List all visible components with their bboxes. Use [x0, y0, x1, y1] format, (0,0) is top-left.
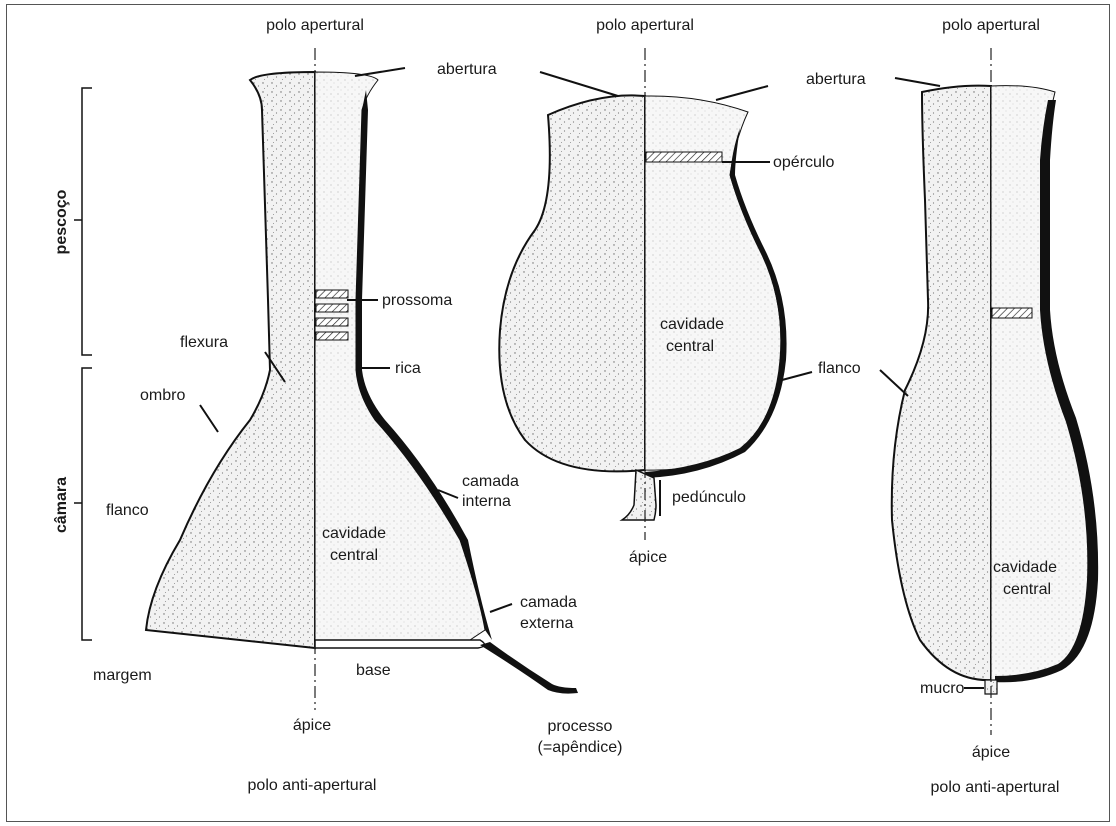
prosoma-band-3: [316, 318, 348, 326]
right-cavity-label-1: cavidade: [993, 559, 1057, 576]
right-apex-label: ápice: [972, 744, 1010, 761]
rib-label: rica: [395, 360, 421, 377]
operculum-band: [646, 152, 722, 162]
right-abertura-label: abertura: [806, 71, 866, 88]
right-lorica: [892, 48, 1098, 735]
left-lorica-base: [315, 640, 485, 648]
mucro-label: mucro: [920, 680, 965, 697]
middle-top-pole-label: polo apertural: [596, 17, 694, 34]
left-top-pole-label: polo apertural: [266, 17, 364, 34]
outer-layer-label-1: camada: [520, 594, 577, 611]
left-bottom-pole-label: polo anti-apertural: [248, 777, 377, 794]
right-bottom-pole-label: polo anti-apertural: [931, 779, 1060, 796]
right-cavity-label-2: central: [1003, 581, 1051, 598]
neck-bracket: [74, 88, 92, 355]
middle-lorica-exterior: [499, 95, 645, 471]
peduncle: [622, 470, 656, 520]
operculum-label: opérculo: [773, 154, 834, 171]
left-cavity-label-1: cavidade: [322, 525, 386, 542]
peduncle-label: pedúnculo: [672, 489, 746, 506]
left-flank-label: flanco: [106, 502, 149, 519]
left-lorica-process: [480, 642, 578, 694]
left-lorica-exterior: [146, 72, 315, 648]
process-label-2: (=apêndice): [538, 739, 623, 756]
inner-layer-label-1: camada: [462, 473, 519, 490]
outer-layer-label-2: externa: [520, 615, 573, 632]
prosoma-label: prossoma: [382, 292, 452, 309]
chamber-label: câmara: [53, 477, 70, 533]
inner-layer-label-2: interna: [462, 493, 511, 510]
prosoma-band-1: [316, 290, 348, 298]
right-top-pole-label: polo apertural: [942, 17, 1040, 34]
neck-label: pescoço: [53, 189, 70, 254]
right-lorica-exterior: [892, 86, 991, 680]
margin-label: margem: [93, 667, 152, 684]
left-cavity-label-2: central: [330, 547, 378, 564]
flexure-label: flexura: [180, 334, 228, 351]
left-apex-label: ápice: [293, 717, 331, 734]
right-flank-label: flanco: [818, 360, 861, 377]
chamber-bracket: [74, 368, 92, 640]
middle-cavity-label-1: cavidade: [660, 316, 724, 333]
middle-lorica: [499, 48, 786, 540]
process-label-1: processo: [548, 718, 613, 735]
prosoma-band-2: [316, 304, 348, 312]
middle-abertura-label: abertura: [437, 61, 497, 78]
base-label: base: [356, 662, 391, 679]
middle-apex-label: ápice: [629, 549, 667, 566]
prosoma-band-4: [316, 332, 348, 340]
middle-cavity-label-2: central: [666, 338, 714, 355]
right-lorica-lip-band: [992, 308, 1032, 318]
shoulder-label: ombro: [140, 387, 185, 404]
